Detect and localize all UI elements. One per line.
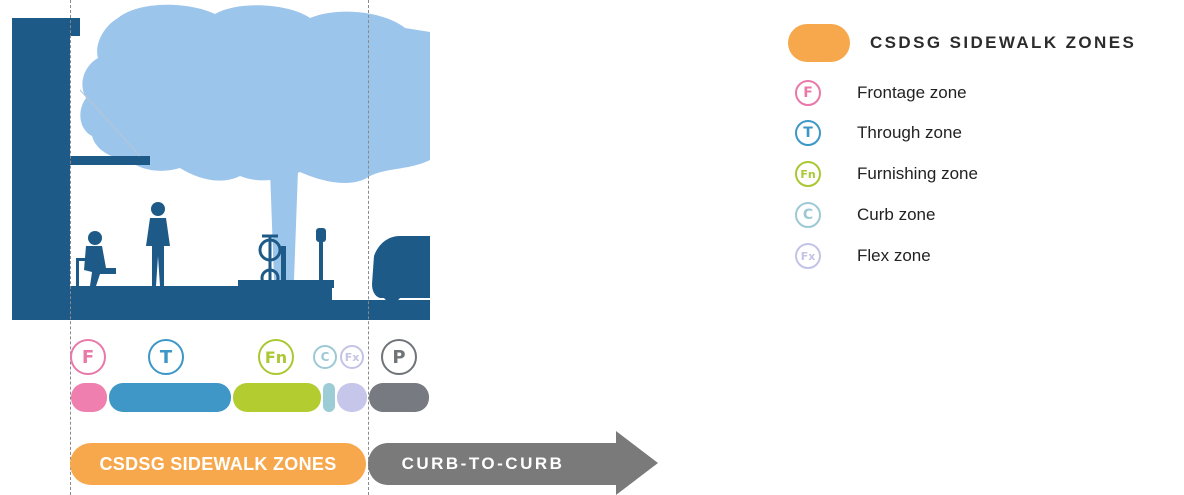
parking-meter [316, 228, 326, 282]
zone-circle-parking: P [381, 339, 417, 375]
legend-header-swatch [788, 24, 850, 62]
tree-canopy [80, 5, 430, 280]
legend-icon-frontage: F [795, 80, 821, 106]
sidewalk-zones-pill: CSDSG SIDEWALK ZONES [70, 443, 366, 485]
legend-icon-through: T [795, 120, 821, 146]
legend-icon-curb: C [795, 202, 821, 228]
street-section-illustration [0, 0, 440, 330]
curb-to-curb-label: CURB-TO-CURB [368, 443, 598, 485]
zone-bar-curb [323, 383, 335, 412]
curb-edge-guide [368, 0, 369, 495]
zone-circle-flex: Fx [340, 345, 364, 369]
zone-bar-frontage [71, 383, 107, 412]
legend-label-flex: Flex zone [857, 246, 931, 266]
zone-bar-furnishing [233, 383, 321, 412]
zone-bar-parking [369, 383, 429, 412]
bollard [281, 246, 286, 282]
seated-person [76, 231, 116, 286]
zone-circle-through: T [148, 339, 184, 375]
zone-circle-curb: C [313, 345, 337, 369]
legend-item-curb: C Curb zone [795, 200, 821, 230]
zone-circle-frontage: F [70, 339, 106, 375]
walking-person [146, 202, 170, 286]
sidewalk-zones-label: CSDSG SIDEWALK ZONES [99, 454, 336, 475]
legend-item-frontage: F Frontage zone [795, 78, 821, 108]
legend-label-furnishing: Furnishing zone [857, 164, 978, 184]
legend-item-through: T Through zone [795, 118, 821, 148]
zone-circle-furnishing: Fn [258, 339, 294, 375]
legend-label-frontage: Frontage zone [857, 83, 967, 103]
parked-car [372, 236, 430, 302]
legend-label-through: Through zone [857, 123, 962, 143]
legend-item-flex: Fx Flex zone [795, 241, 821, 271]
sidewalk-start-guide [70, 0, 71, 495]
legend-label-curb: Curb zone [857, 205, 935, 225]
zone-bar-flex [337, 383, 367, 412]
legend-icon-furnishing: Fn [795, 161, 821, 187]
legend-title: CSDSG SIDEWALK ZONES [870, 30, 1136, 56]
legend-item-furnishing: Fn Furnishing zone [795, 159, 821, 189]
legend-icon-flex: Fx [795, 243, 821, 269]
zone-bar-through [109, 383, 231, 412]
